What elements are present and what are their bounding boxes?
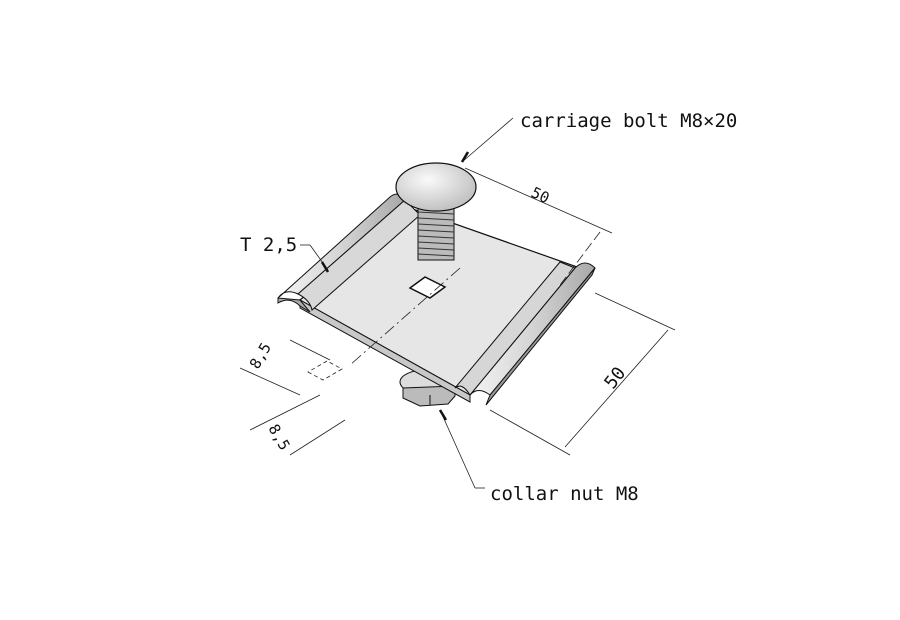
hole-offset-dimension-2: 8,5 — [265, 421, 294, 453]
leader-marks — [320, 151, 470, 421]
depth-dimension: 50 — [600, 363, 630, 393]
thickness-label: T 2,5 — [240, 234, 297, 256]
width-dimension: 50 — [528, 183, 552, 207]
collar-nut-label: collar nut M8 — [490, 483, 639, 505]
carriage-bolt — [395, 162, 477, 261]
hole-offset-dimension-1: 8,5 — [246, 340, 275, 372]
dimension-lines — [239, 117, 676, 489]
carriage-bolt-label: carriage bolt M8×20 — [520, 110, 737, 132]
